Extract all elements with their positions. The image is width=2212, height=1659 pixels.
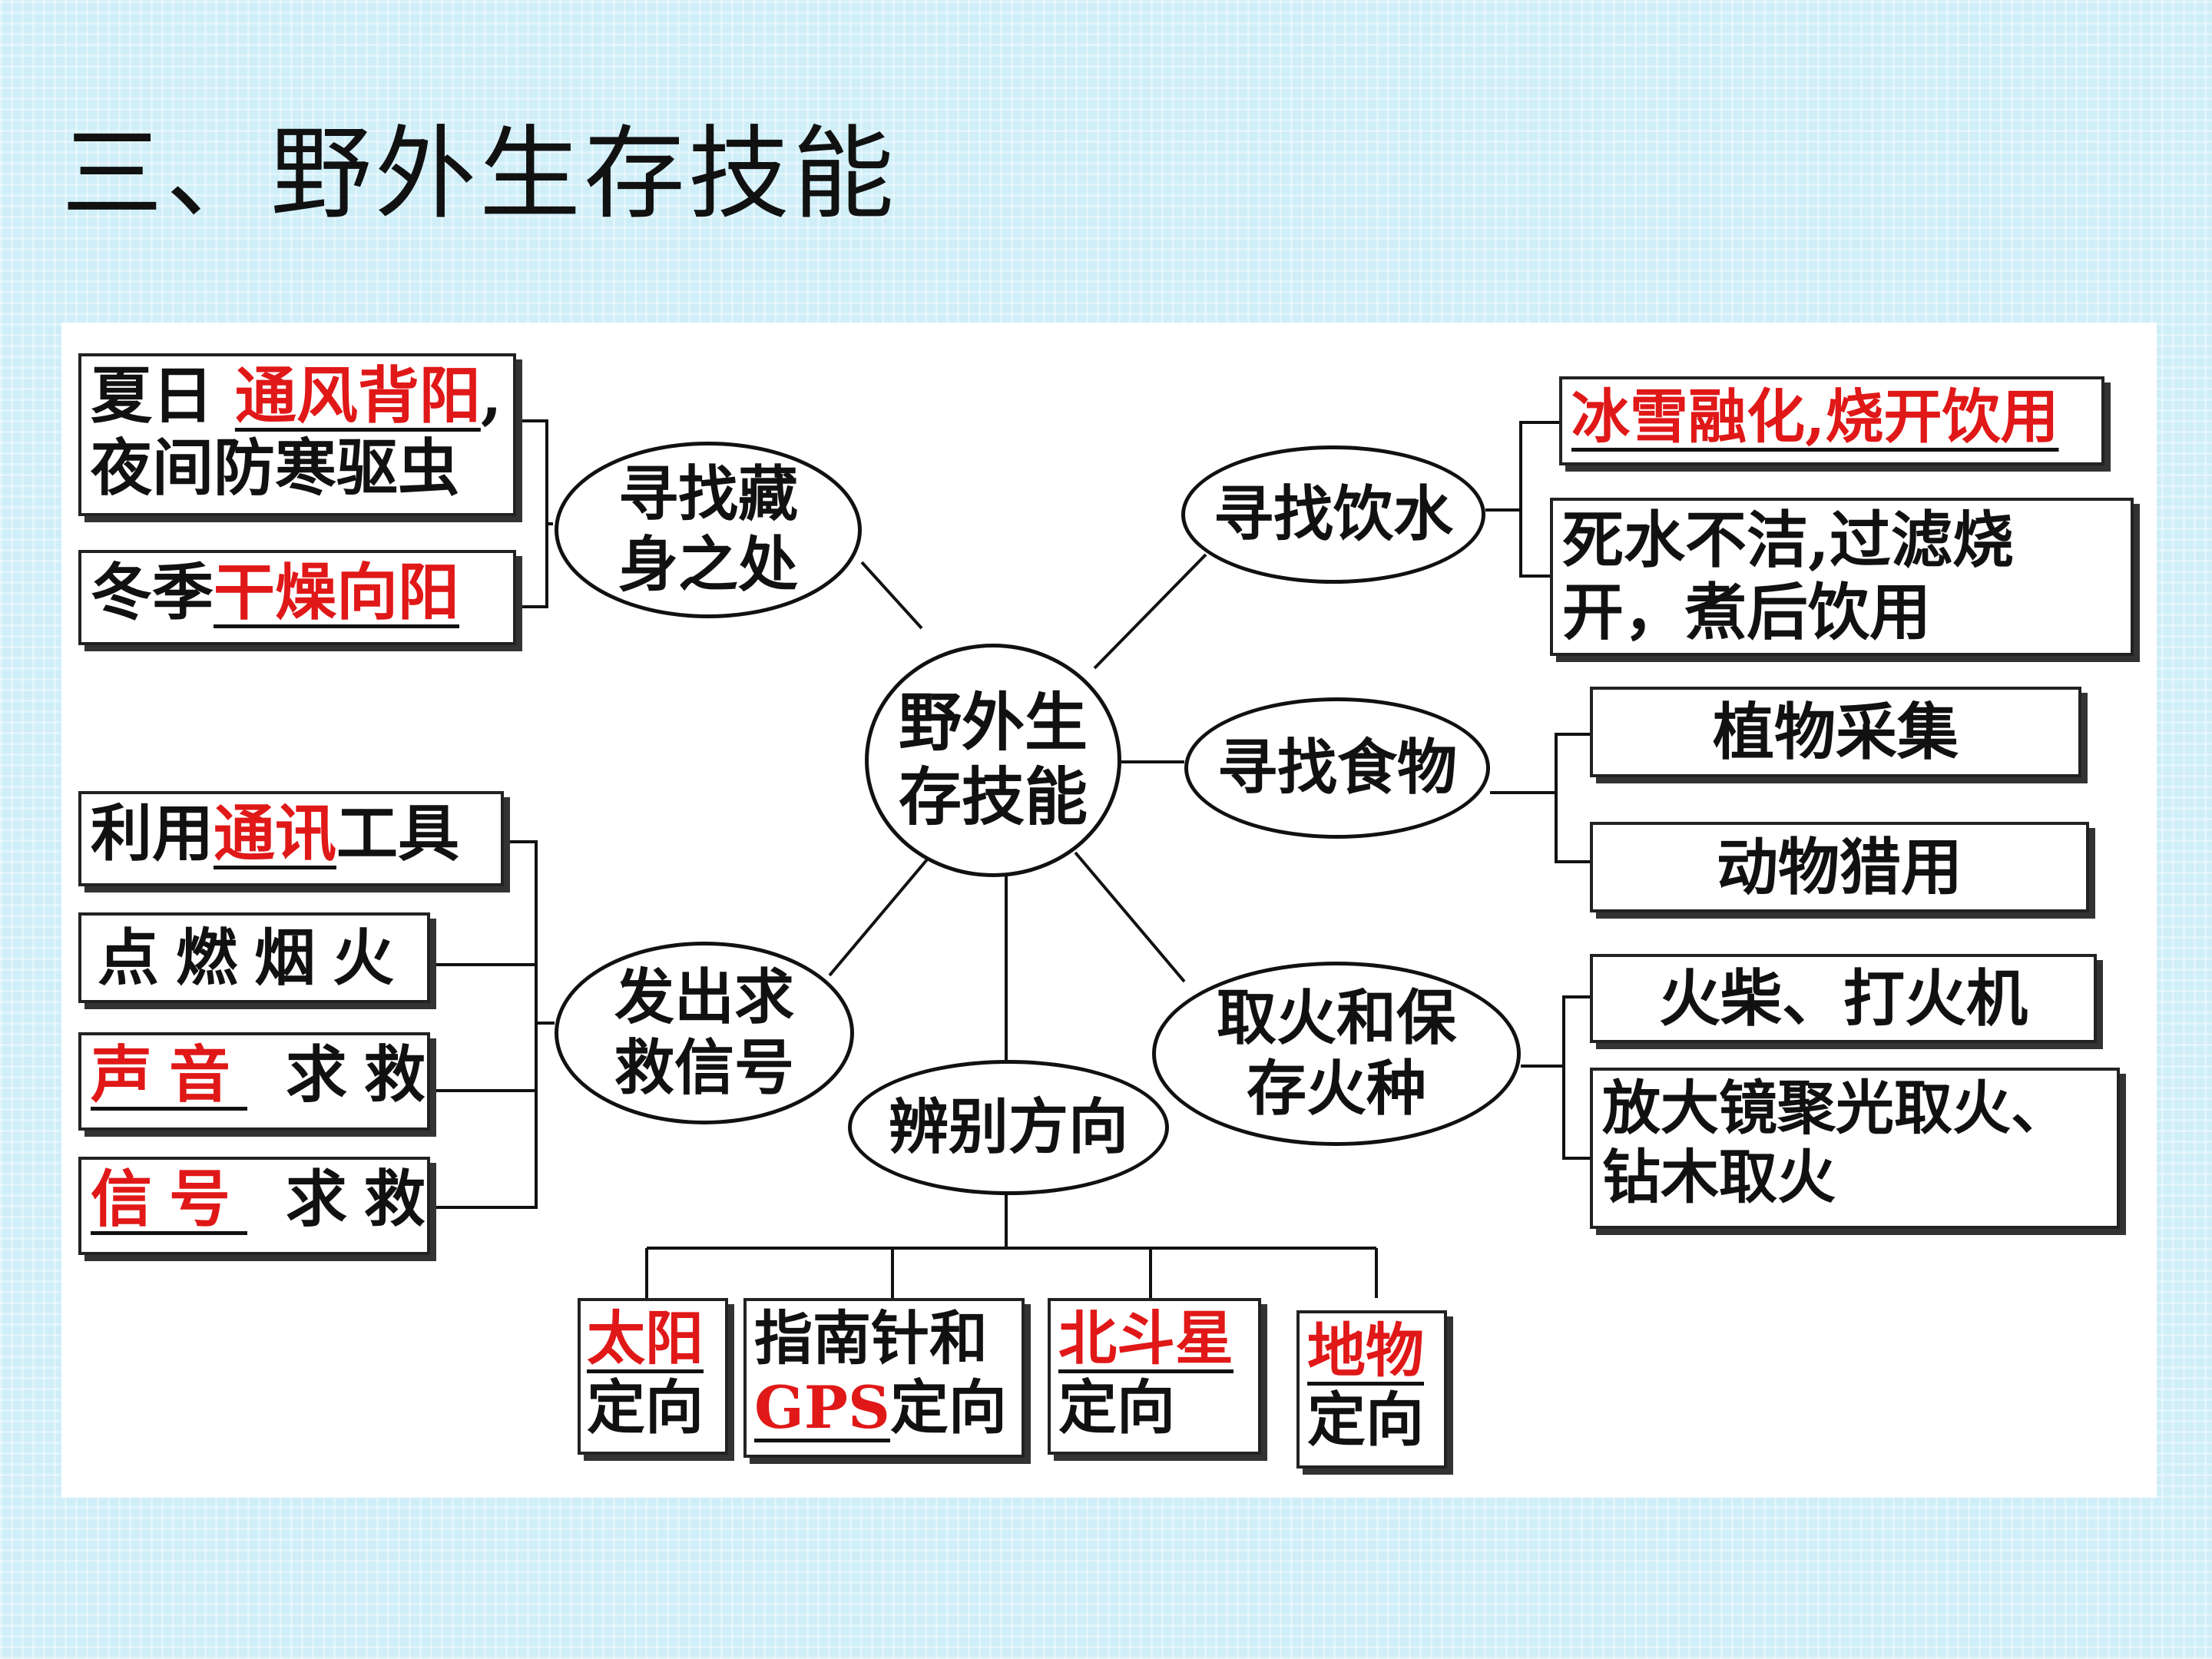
- bracket-shelter: [516, 419, 548, 608]
- leaf-water-snow: 冰雪融化,烧开饮用: [1559, 376, 2104, 465]
- topic-direction: 辨别方向: [848, 1060, 1169, 1195]
- bracket-water: [1519, 421, 1559, 578]
- leaf-signal-tool: 利用通讯工具: [78, 791, 504, 886]
- topic-fire-line-2: 存火种: [1246, 1054, 1426, 1124]
- star-answer: 北斗星: [1058, 1304, 1233, 1373]
- topic-water-label: 寻找饮水: [1213, 478, 1453, 549]
- bracket-food: [1555, 733, 1590, 863]
- sound-answer: 声音: [91, 1038, 247, 1111]
- bracket-signal: [430, 840, 538, 1209]
- summer-prefix: 夏日: [91, 359, 214, 432]
- bracket-fire: [1562, 995, 1590, 1160]
- topic-shelter-line-1: 寻找藏: [618, 459, 798, 529]
- topic-signal-line-2: 救信号: [614, 1033, 794, 1103]
- winter-prefix: 冬季: [91, 556, 214, 628]
- winter-answer: 干燥向阳: [214, 556, 459, 628]
- match-label: 火柴、打火机: [1659, 962, 2028, 1035]
- tool-suffix: 工具: [336, 797, 459, 869]
- landmark-answer: 地物: [1307, 1316, 1424, 1385]
- connector-center-water: [1093, 553, 1207, 670]
- compass-answer: GPS: [754, 1373, 890, 1442]
- summer-line-2: 夜间防寒驱虫: [91, 432, 459, 505]
- leaf-signal-sound: 声音 求救: [78, 1032, 430, 1131]
- lens-line-1: 放大镜聚光取火、: [1602, 1074, 2069, 1142]
- topic-shelter-line-2: 身之处: [618, 530, 798, 600]
- connector-center-fire: [1074, 851, 1186, 983]
- leaf-signal-smoke: 点燃烟火: [78, 912, 430, 1003]
- landmark-suffix: 定向: [1307, 1385, 1424, 1454]
- center-line-1: 野外生: [898, 686, 1088, 760]
- compass-suffix: 定向: [889, 1373, 1007, 1442]
- sun-suffix: 定向: [587, 1373, 704, 1442]
- tool-answer: 通讯: [214, 797, 336, 869]
- topic-food-label: 寻找食物: [1217, 732, 1457, 803]
- leaf-direction-landmark: 地物 定向: [1296, 1310, 1447, 1469]
- lens-line-2: 钻木取火: [1602, 1142, 1836, 1211]
- sound-suffix: 求救: [285, 1038, 442, 1111]
- topic-signal: 发出求 救信号: [555, 942, 854, 1124]
- compass-line-1: 指南针和: [754, 1304, 988, 1373]
- connector-lines: [430, 419, 1590, 1298]
- topic-fire-line-1: 取火和保: [1216, 982, 1456, 1053]
- sign-answer: 信号: [91, 1163, 247, 1235]
- dead-line-2: 开，煮后饮用: [1562, 576, 1931, 649]
- page-title: 三、野外生存技能: [61, 115, 897, 233]
- smoke-label: 点燃烟火: [98, 921, 411, 994]
- leaf-signal-sign: 信号 求救: [78, 1157, 430, 1255]
- leaf-shelter-summer: 夏日 通风背阳, 夜间防寒驱虫: [78, 353, 516, 516]
- topic-food: 寻找食物: [1184, 697, 1490, 839]
- summer-comma: ,: [480, 359, 502, 432]
- star-suffix: 定向: [1058, 1373, 1175, 1442]
- topic-water: 寻找饮水: [1181, 445, 1485, 584]
- leaf-fire-lens: 放大镜聚光取火、 钻木取火: [1590, 1068, 2120, 1229]
- topic-signal-line-1: 发出求: [614, 962, 794, 1032]
- connector-center-signal: [828, 857, 929, 977]
- topic-shelter: 寻找藏 身之处: [555, 442, 862, 618]
- leaf-direction-compass: 指南针和 GPS定向: [743, 1298, 1025, 1458]
- center-node: 野外生 存技能: [865, 644, 1121, 877]
- animal-label: 动物猎用: [1717, 830, 1962, 903]
- leaf-water-dead: 死水不洁,过滤烧 开，煮后饮用: [1550, 498, 2134, 656]
- plant-label: 植物采集: [1713, 695, 1959, 768]
- leaf-direction-sun: 太阳 定向: [578, 1298, 728, 1455]
- leaf-direction-star: 北斗星 定向: [1048, 1298, 1261, 1455]
- dead-line-1: 死水不洁,过滤烧: [1562, 504, 2014, 576]
- center-line-2: 存技能: [898, 760, 1088, 834]
- sun-answer: 太阳: [587, 1304, 704, 1373]
- leaf-fire-match: 火柴、打火机: [1590, 954, 2097, 1043]
- topic-fire: 取火和保 存火种: [1152, 962, 1521, 1146]
- tool-prefix: 利用: [91, 797, 214, 869]
- sign-suffix: 求救: [285, 1163, 442, 1235]
- connector-center-shelter: [860, 561, 923, 630]
- leaf-food-animal: 动物猎用: [1590, 822, 2089, 912]
- summer-answer: 通风背阳: [234, 359, 481, 432]
- mind-map-panel: 野外生 存技能 寻找藏 身之处 寻找饮水 寻找食物 取火和保 存火种 发出求 救…: [61, 323, 2157, 1498]
- leaf-shelter-winter: 冬季干燥向阳: [78, 550, 516, 645]
- topic-direction-label: 辨别方向: [888, 1091, 1128, 1162]
- leaf-food-plant: 植物采集: [1590, 687, 2081, 777]
- snow-answer: 冰雪融化,烧开饮用: [1571, 382, 2059, 451]
